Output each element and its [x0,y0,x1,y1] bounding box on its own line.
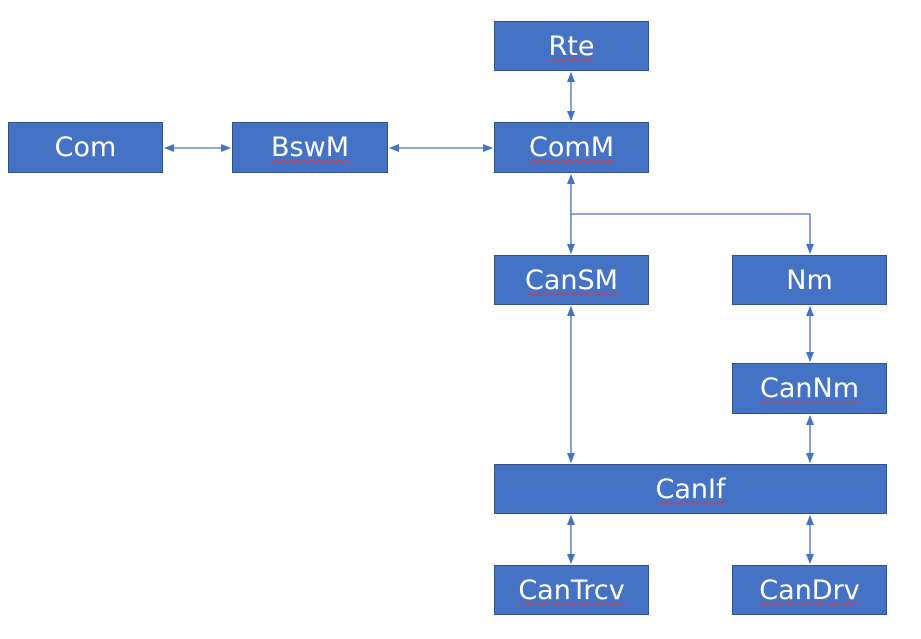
node-cannm[interactable]: CanNm [732,363,887,414]
node-label: BswM [271,132,349,163]
node-cantrcv[interactable]: CanTrcv [494,565,649,615]
node-label: Rte [548,30,595,62]
node-label: ComM [529,132,614,163]
node-canif[interactable]: CanIf [494,464,887,514]
node-com[interactable]: Com [8,122,163,173]
node-bswm[interactable]: BswM [232,122,388,173]
node-nm[interactable]: Nm [732,255,887,305]
node-label: Com [54,132,117,163]
node-label: CanTrcv [518,574,625,606]
edge-comm-nm [571,213,814,254]
node-label: CanNm [759,373,859,404]
node-rte[interactable]: Rte [494,21,649,71]
node-label: CanIf [655,473,726,505]
node-cansm[interactable]: CanSM [494,255,649,305]
node-label: CanDrv [759,574,860,606]
node-candrv[interactable]: CanDrv [732,565,887,615]
node-comm[interactable]: ComM [494,122,649,173]
node-label: CanSM [525,264,618,296]
node-label: Nm [786,264,833,296]
